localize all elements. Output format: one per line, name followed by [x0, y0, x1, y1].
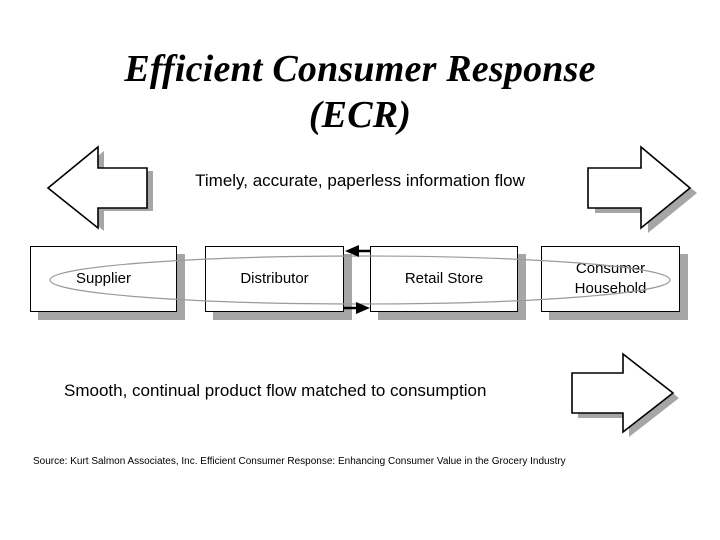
lower-right-pointing-arrow: [344, 302, 370, 314]
source-credit: Source: Kurt Salmon Associates, Inc. Eff…: [33, 456, 566, 467]
left-arrow-icon: [46, 145, 148, 230]
page-title: Efficient Consumer Response (ECR): [124, 48, 596, 136]
right-arrow-icon: [571, 352, 675, 434]
right-arrow-icon: [587, 145, 692, 230]
upper-left-pointing-arrow: [345, 245, 370, 257]
product-flow-label: Smooth, continual product flow matched t…: [64, 381, 487, 400]
information-flow-label: Timely, accurate, paperless information …: [195, 171, 525, 190]
